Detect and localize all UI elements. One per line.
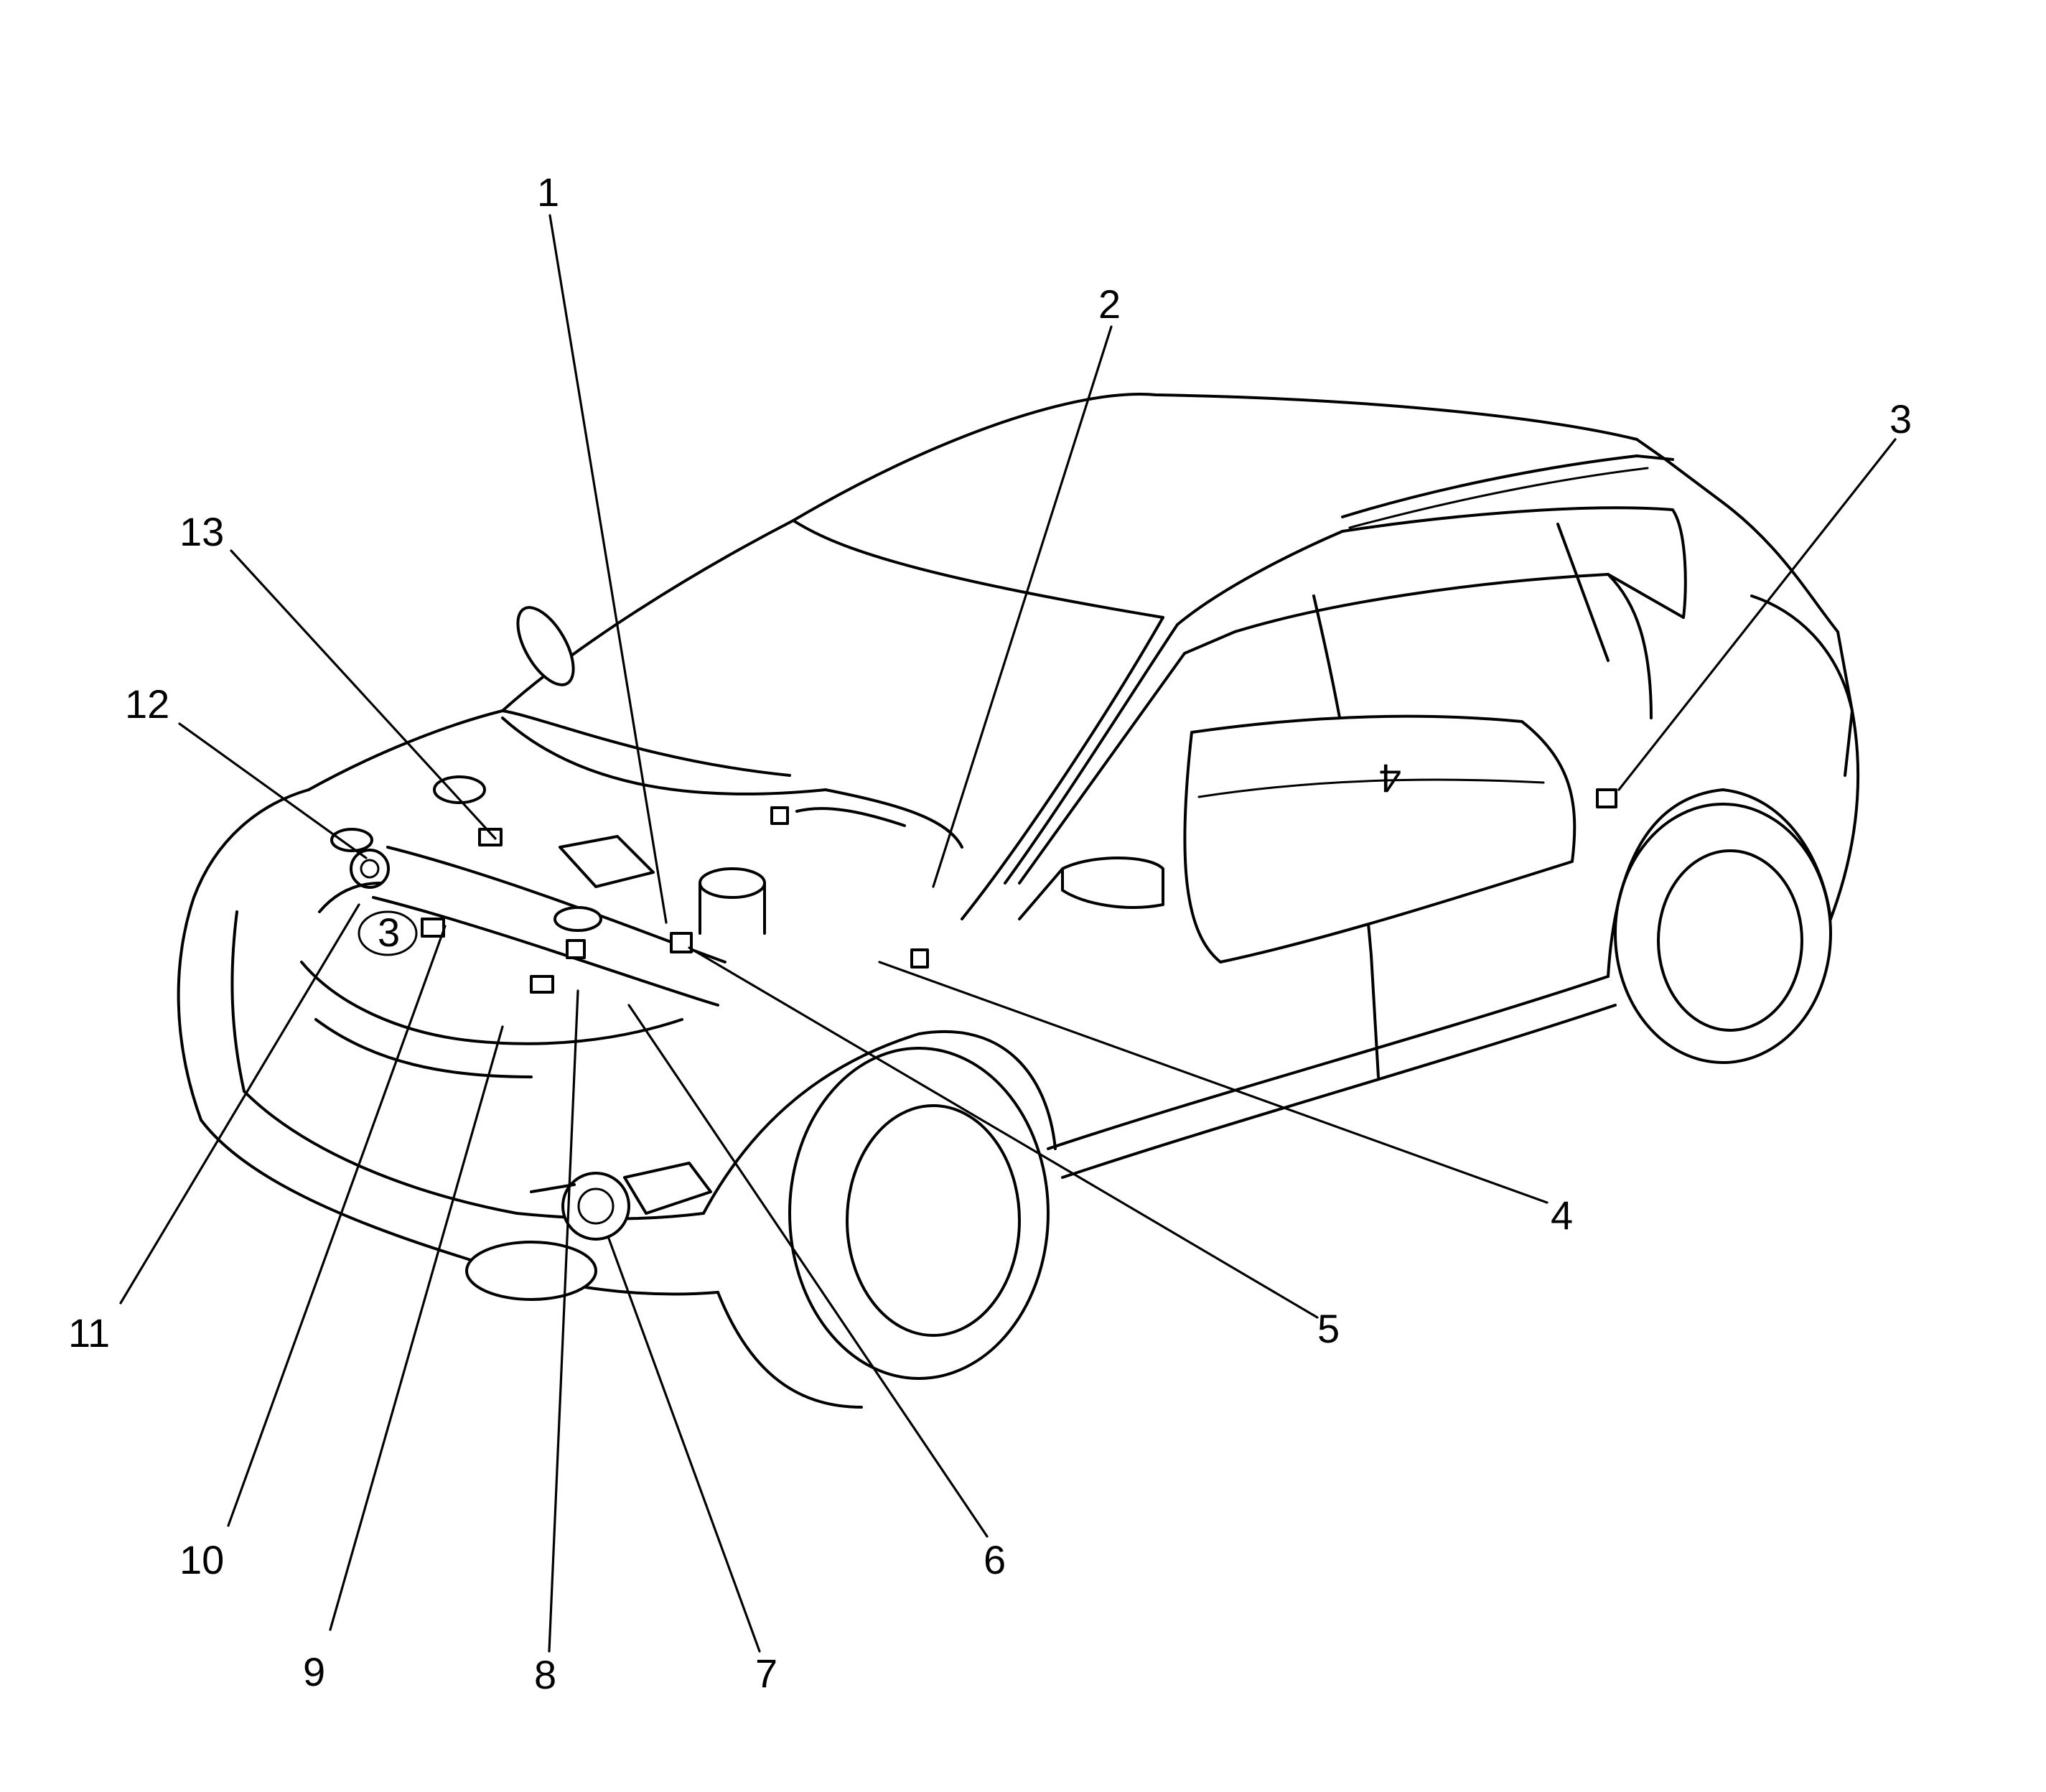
leader-11 [119,903,360,1305]
leader-5 [688,946,1319,1319]
callout-11: 11 [68,1310,110,1355]
leader-3 [1617,438,1897,791]
leader-2 [932,325,1113,888]
leader-7 [607,1237,761,1653]
vehicle-body-outline [177,393,1860,1409]
callout-7: 7 [755,1651,777,1696]
callout-13: 13 [179,509,224,554]
floor-embossed-mark: 4 [1379,756,1401,801]
leader-6 [627,1004,989,1538]
callout-labels: 1 2 3 4 5 6 7 8 9 10 11 12 13 [68,169,1912,1697]
callout-3: 3 [1889,396,1912,442]
engine-bay-components [318,775,1617,1241]
leader-10 [227,925,447,1527]
callout-6: 6 [984,1537,1006,1582]
callout-10: 10 [179,1537,224,1582]
engine-embossed-mark: 3 [378,910,400,955]
callout-8: 8 [534,1652,556,1697]
callout-12: 12 [125,681,169,727]
leader-lines [119,214,1897,1653]
callout-2: 2 [1098,281,1121,327]
leader-12 [178,722,368,859]
leader-4 [878,961,1548,1204]
leader-1 [548,214,668,924]
callout-9: 9 [303,1649,325,1694]
leader-13 [230,549,497,840]
leader-8 [548,989,579,1653]
callout-4: 4 [1551,1193,1573,1238]
callout-5: 5 [1317,1306,1340,1351]
callout-1: 1 [537,169,559,215]
leader-9 [329,1025,504,1631]
